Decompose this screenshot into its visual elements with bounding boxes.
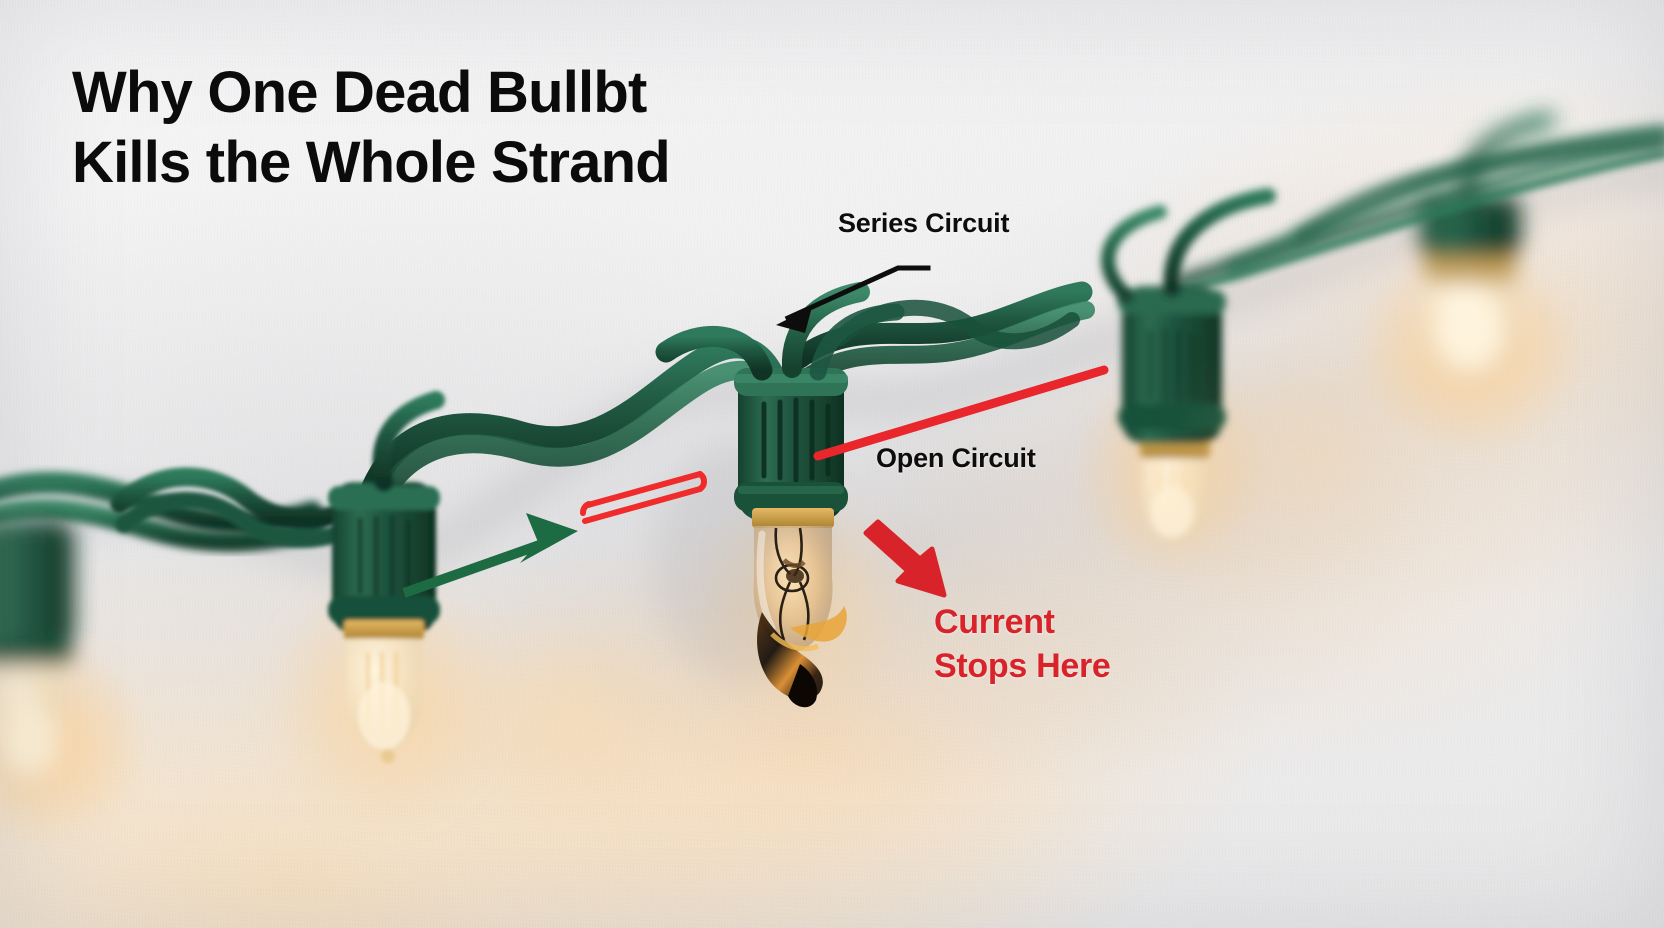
label-series-circuit: Series Circuit [838, 208, 1010, 238]
bulb-far-left [0, 520, 152, 846]
bulb-center-burnt [654, 282, 906, 718]
page-title: Why One Dead Bullbt Kills the Whole Stra… [72, 60, 671, 195]
label-current-stops-here: Current Stops Here [934, 603, 1111, 686]
bulb-left [268, 391, 504, 828]
open-circuit-red-line [813, 365, 1109, 461]
wall-glow-left [442, 620, 678, 804]
series-circuit-leader [776, 265, 931, 333]
wall-glow-right [1180, 354, 1420, 546]
red-break-bracket [580, 471, 708, 524]
bulb-far-right [1350, 112, 1586, 456]
label-open-circuit: Open Circuit [876, 443, 1036, 473]
green-flow-arrow [402, 513, 578, 598]
current-stops-arrow [863, 519, 947, 598]
